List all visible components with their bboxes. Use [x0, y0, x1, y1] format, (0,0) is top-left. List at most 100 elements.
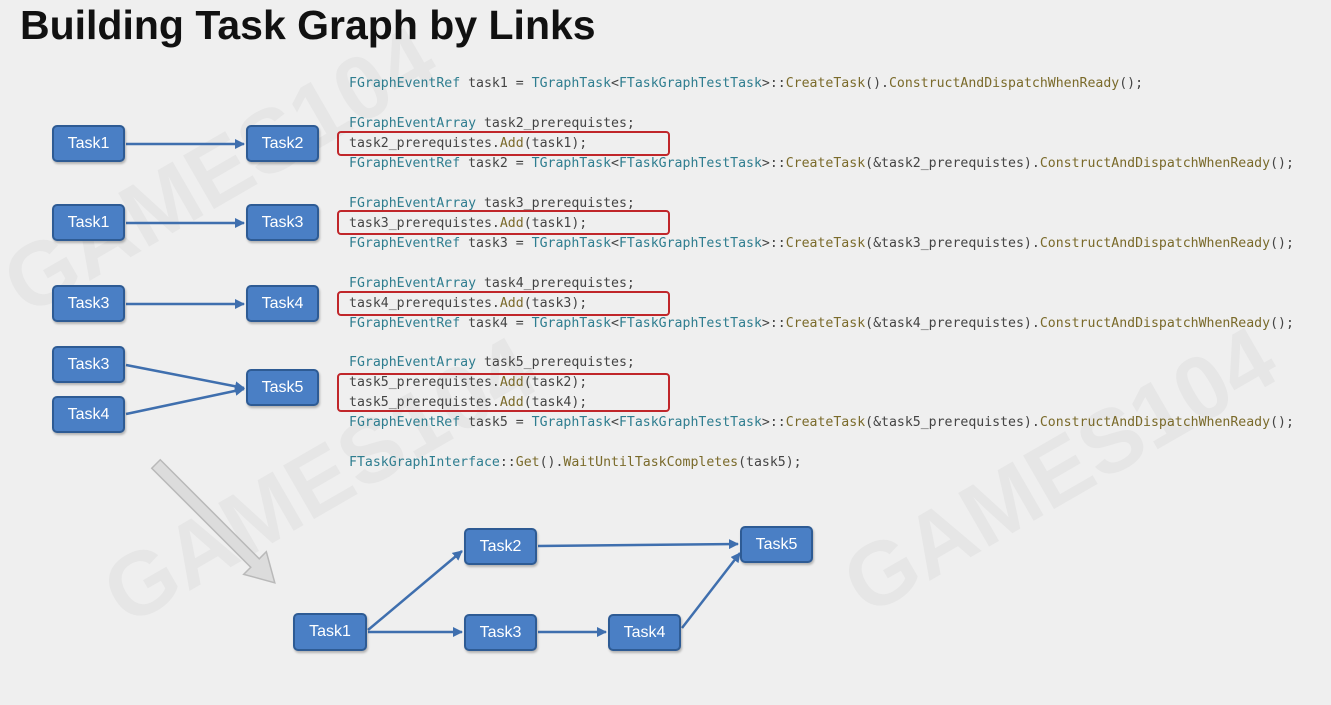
code-token: >::: [761, 76, 786, 91]
code-token: Add: [499, 136, 524, 151]
code-token: task1 =: [460, 76, 532, 91]
graph-node-task1: Task1: [293, 613, 367, 651]
graph-node-task3: Task3: [464, 614, 537, 651]
code-token: ::: [499, 455, 516, 470]
code-token: task5 =: [460, 415, 532, 430]
code-line-11: FGraphEventArray task5_prerequistes;: [349, 355, 635, 370]
code-token: FGraphEventRef: [349, 76, 461, 91]
graph-node-task2: Task2: [464, 528, 537, 565]
code-token: TGraphTask: [531, 415, 612, 430]
code-token: (&task5_prerequistes).: [865, 415, 1040, 430]
code-token: task2_prerequistes;: [476, 116, 635, 131]
code-token: FTaskGraphInterface: [349, 455, 500, 470]
node-row1-task2: Task2: [246, 125, 319, 162]
code-token: <: [611, 76, 619, 91]
slide-title: Building Task Graph by Links: [20, 2, 596, 48]
code-token: TGraphTask: [531, 316, 612, 331]
node-row4-task4: Task4: [52, 396, 125, 433]
code-line-15: FTaskGraphInterface::Get().WaitUntilTask…: [349, 455, 802, 470]
code-token: FGraphEventRef: [349, 316, 461, 331]
code-token: Add: [499, 216, 524, 231]
code-token: FGraphEventArray: [349, 116, 477, 131]
code-token: ();: [1119, 76, 1144, 91]
code-token: FGraphEventArray: [349, 355, 477, 370]
code-token: Get: [515, 455, 540, 470]
highlight-task3-prereq: [337, 210, 670, 235]
node-row1-task1: Task1: [52, 125, 125, 162]
code-token: (task5);: [738, 455, 802, 470]
code-token: ConstructAndDispatchWhenReady: [1039, 415, 1271, 430]
node-row3-task3: Task3: [52, 285, 125, 322]
code-token: TGraphTask: [531, 76, 612, 91]
edge-row4-b: [125, 385, 245, 416]
code-token: task3_prerequistes.: [349, 216, 500, 231]
code-token: task3_prerequistes;: [476, 196, 635, 211]
code-line-3: task2_prerequistes.Add(task1);: [349, 136, 587, 151]
code-token: (&task4_prerequistes).: [865, 316, 1040, 331]
code-token: Add: [499, 296, 524, 311]
code-token: (task2);: [523, 375, 588, 390]
code-line-7: FGraphEventRef task3 = TGraphTask<FTaskG…: [349, 236, 1294, 251]
code-token: CreateTask: [785, 156, 866, 171]
code-token: CreateTask: [785, 236, 866, 251]
code-line-4: FGraphEventRef task2 = TGraphTask<FTaskG…: [349, 156, 1294, 171]
code-line-12: task5_prerequistes.Add(task2);: [349, 375, 587, 390]
code-token: FGraphEventArray: [349, 196, 477, 211]
highlight-task5-prereq: [337, 373, 670, 412]
code-token: task2 =: [460, 156, 532, 171]
code-token: FTaskGraphTestTask: [618, 236, 762, 251]
edge-row4-a: [125, 363, 245, 392]
code-token: WaitUntilTaskCompletes: [563, 455, 739, 470]
code-token: ().: [539, 455, 564, 470]
code-line-8: FGraphEventArray task4_prerequistes;: [349, 276, 635, 291]
code-token: ConstructAndDispatchWhenReady: [1039, 236, 1271, 251]
edge-task1-task2: [367, 550, 463, 631]
code-token: ();: [1270, 156, 1294, 171]
code-line-13: task5_prerequistes.Add(task4);: [349, 395, 587, 410]
code-line-14: FGraphEventRef task5 = TGraphTask<FTaskG…: [349, 415, 1294, 430]
code-line-10: FGraphEventRef task4 = TGraphTask<FTaskG…: [349, 316, 1294, 331]
edge-task2-task5: [537, 539, 739, 550]
code-token: FGraphEventRef: [349, 156, 461, 171]
code-token: FGraphEventRef: [349, 415, 461, 430]
graph-node-task5: Task5: [740, 526, 813, 563]
code-token: >::: [761, 156, 786, 171]
code-token: FTaskGraphTestTask: [618, 415, 762, 430]
code-line-2: FGraphEventArray task2_prerequistes;: [349, 116, 635, 131]
code-token: task4_prerequistes;: [476, 276, 635, 291]
transform-arrow-icon: [150, 458, 276, 584]
node-row4-task3: Task3: [52, 346, 125, 383]
code-token: ();: [1270, 316, 1294, 331]
code-token: task5_prerequistes;: [476, 355, 635, 370]
code-token: <: [611, 316, 619, 331]
code-line-9: task4_prerequistes.Add(task3);: [349, 296, 587, 311]
code-token: task4_prerequistes.: [349, 296, 500, 311]
code-token: <: [611, 156, 619, 171]
code-token: <: [611, 415, 619, 430]
graph-node-task4: Task4: [608, 614, 681, 651]
code-token: task5_prerequistes.: [349, 395, 500, 410]
code-token: task4 =: [460, 316, 532, 331]
code-token: FGraphEventRef: [349, 236, 461, 251]
code-token: >::: [761, 236, 786, 251]
code-token: FGraphEventArray: [349, 276, 477, 291]
code-token: TGraphTask: [531, 236, 612, 251]
node-row2-task1: Task1: [52, 204, 125, 241]
code-token: >::: [761, 316, 786, 331]
code-line-1: FGraphEventRef task1 = TGraphTask<FTaskG…: [349, 76, 1143, 91]
code-token: Add: [499, 395, 524, 410]
code-token: task2_prerequistes.: [349, 136, 500, 151]
code-token: (&task3_prerequistes).: [865, 236, 1040, 251]
node-row4-task5: Task5: [246, 369, 319, 406]
code-token: ConstructAndDispatchWhenReady: [1039, 316, 1271, 331]
code-token: task5_prerequistes.: [349, 375, 500, 390]
code-token: CreateTask: [785, 76, 866, 91]
node-row2-task3: Task3: [246, 204, 319, 241]
code-token: FTaskGraphTestTask: [618, 156, 762, 171]
code-token: ConstructAndDispatchWhenReady: [888, 76, 1120, 91]
code-token: (&task2_prerequistes).: [865, 156, 1040, 171]
code-token: <: [611, 236, 619, 251]
highlight-task4-prereq: [337, 291, 670, 316]
edge-task4-task5: [681, 552, 741, 629]
code-token: ();: [1270, 415, 1294, 430]
